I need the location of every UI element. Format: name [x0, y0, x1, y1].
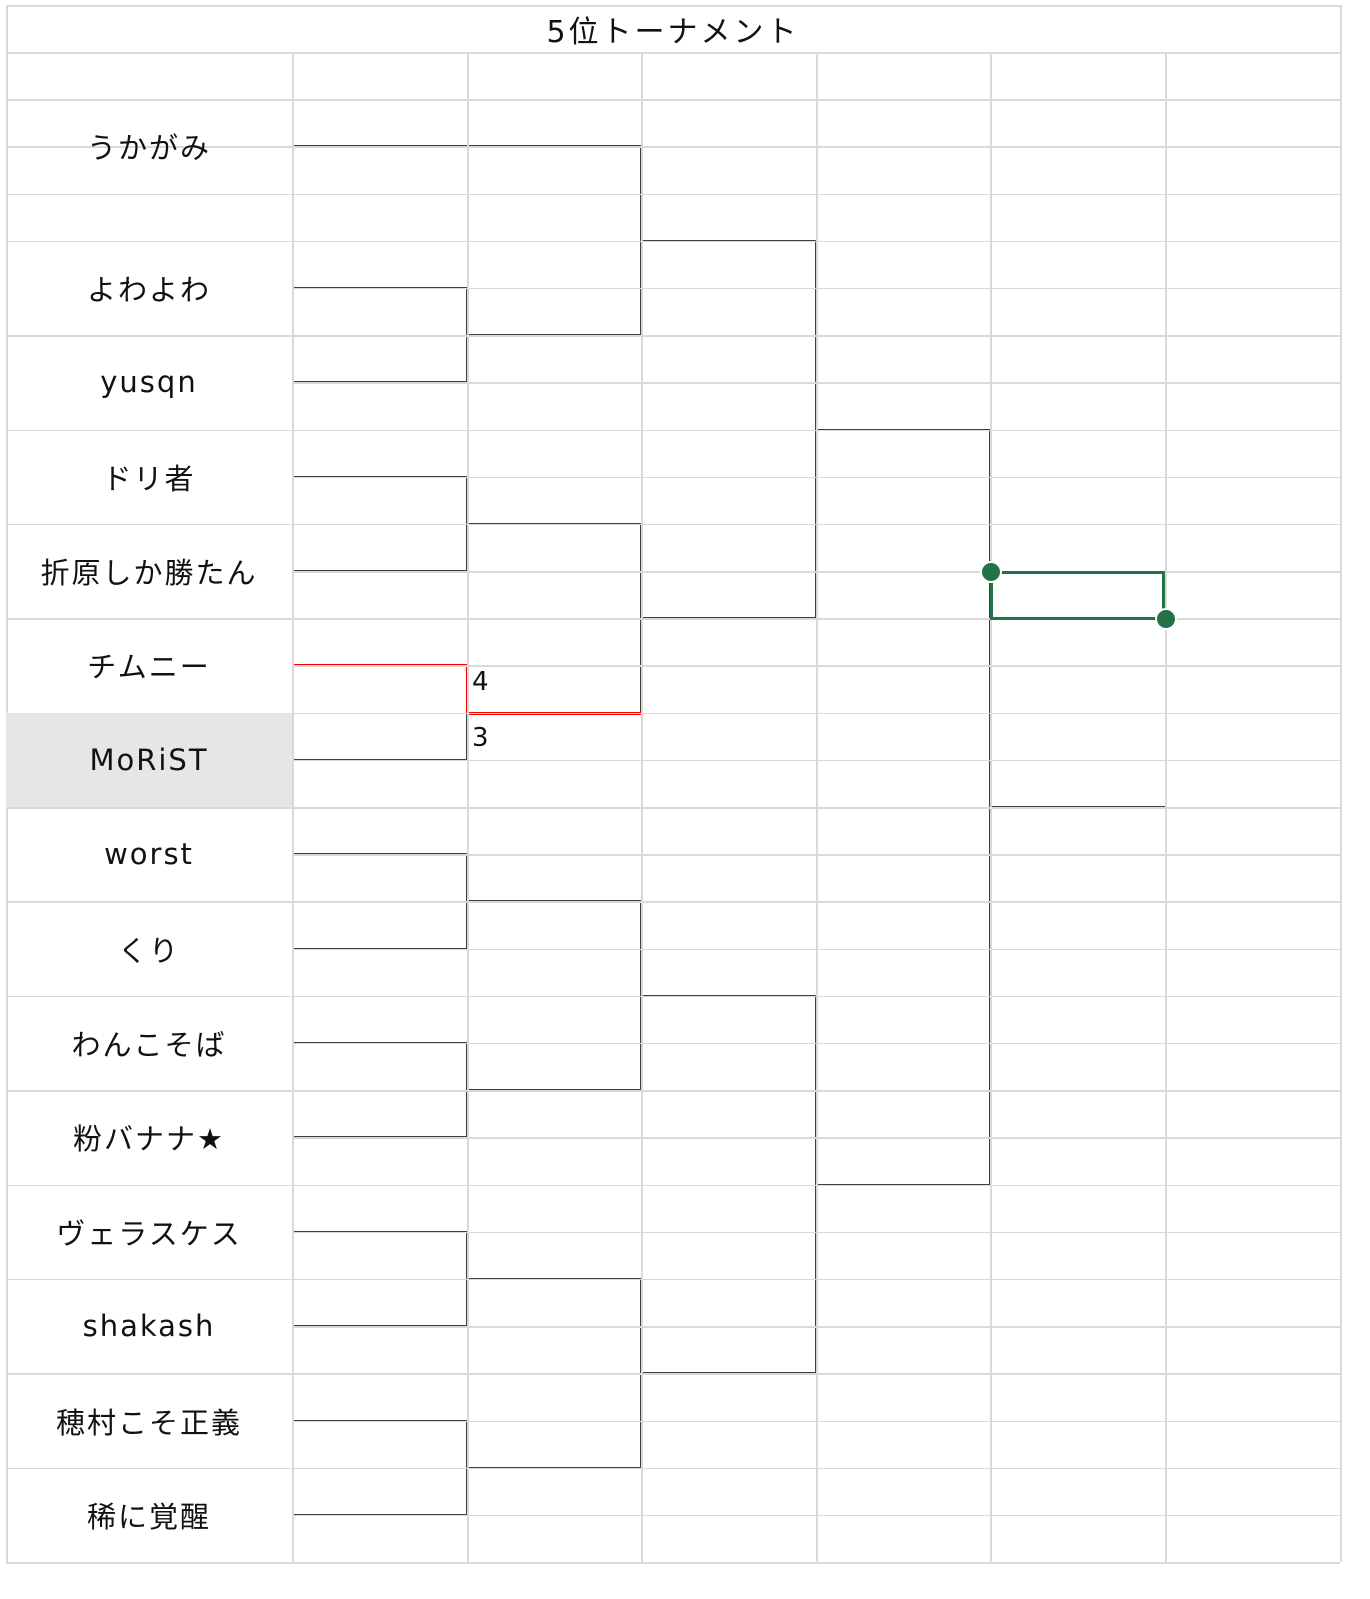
- gridline-row: [6, 712, 1340, 715]
- bracket-line: [292, 947, 468, 950]
- player-cell[interactable]: 稀に覚醒: [86, 1499, 211, 1534]
- bracket-line: [467, 334, 642, 336]
- bracket-line: [292, 1419, 468, 1422]
- bracket-line: [467, 522, 642, 525]
- gridline-row: [292, 382, 1340, 384]
- bracket-line: [815, 239, 817, 620]
- bracket-line: [292, 758, 468, 761]
- gridline-row: [6, 1562, 1340, 1564]
- player-cell[interactable]: MoRiST: [6, 712, 292, 808]
- bracket-line: [990, 806, 1166, 808]
- bracket-line: [292, 1513, 468, 1516]
- gridline-row: [292, 476, 1340, 479]
- bracket-line: [641, 1372, 817, 1374]
- gridline-row: [292, 759, 1340, 762]
- bracket-line: [292, 1136, 468, 1138]
- gridline-row: [6, 335, 1340, 337]
- bracket-line: [467, 900, 642, 902]
- player-cell[interactable]: わんこそば: [71, 1027, 227, 1062]
- gridline-row: [6, 99, 1340, 101]
- bracket-line: [466, 711, 468, 761]
- player-cell[interactable]: うかがみ: [86, 131, 211, 166]
- score-upper[interactable]: 4: [472, 667, 489, 698]
- player-cell[interactable]: ヴェラスケス: [56, 1216, 242, 1251]
- bracket-line: [292, 1041, 468, 1044]
- gridline-row: [292, 571, 1340, 573]
- gridline-row: [292, 948, 1340, 951]
- bracket-line: [640, 900, 642, 1092]
- player-cell[interactable]: くり: [117, 933, 180, 968]
- player-cell[interactable]: 粉バナナ★: [73, 1122, 225, 1157]
- gridline-row: [292, 1231, 1340, 1234]
- resize-handle[interactable]: [1155, 608, 1177, 631]
- gridline-row: [6, 807, 1340, 809]
- player-cell[interactable]: worst: [104, 837, 194, 872]
- bracket-line: [292, 570, 468, 572]
- gridline-row: [292, 1420, 1340, 1422]
- player-cell[interactable]: チムニー: [87, 650, 211, 685]
- bracket-line: [467, 1277, 642, 1280]
- gridline-row: [6, 901, 1340, 903]
- gridline-row: [292, 287, 1340, 290]
- gridline-row: [6, 429, 1340, 432]
- gridline-row: [6, 1373, 1340, 1375]
- bracket-line: [816, 428, 991, 431]
- score-lower[interactable]: 3: [472, 722, 489, 753]
- gridline-row: [6, 146, 1340, 148]
- gridline-row: [292, 1137, 1340, 1139]
- gridline-row: [292, 1042, 1340, 1045]
- resize-handle[interactable]: [980, 561, 1002, 584]
- gridline-row: [6, 1090, 1340, 1092]
- sheet-title[interactable]: 5位トーナメント: [546, 14, 800, 50]
- player-cell[interactable]: shakash: [82, 1309, 216, 1344]
- player-cell[interactable]: 穂村こそ正義: [55, 1405, 242, 1440]
- gridline-col: [1340, 5, 1342, 1563]
- bracket-line: [292, 1230, 468, 1233]
- gridline-row: [292, 665, 1340, 667]
- bracket-line: [641, 617, 817, 619]
- player-cell[interactable]: ドリ者: [102, 461, 196, 496]
- bracket-line: [467, 1089, 642, 1091]
- gridline-row: [292, 1514, 1340, 1517]
- gridline-row: [6, 1278, 1340, 1281]
- gridline-row: [6, 523, 1340, 526]
- bracket-line: [641, 239, 817, 242]
- gridline-row: [6, 240, 1340, 243]
- gridline-row: [6, 995, 1340, 998]
- gridline-row: [6, 1467, 1340, 1470]
- gridline-row: [6, 618, 1340, 620]
- bracket-line: [292, 475, 468, 478]
- player-cell[interactable]: 折原しか勝たん: [40, 556, 258, 591]
- bracket-line: [816, 1183, 991, 1186]
- gridline-row: [6, 193, 1340, 196]
- gridline-row: [292, 854, 1340, 856]
- bracket-line: [292, 1325, 468, 1327]
- bracket-line: [292, 381, 468, 383]
- player-cell[interactable]: yusqn: [100, 365, 198, 400]
- gridline-row: [6, 52, 1340, 54]
- player-cell[interactable]: よわよわ: [86, 272, 211, 307]
- gridline-row: [6, 5, 1340, 7]
- bracket-line: [641, 994, 817, 997]
- bracket-line: [292, 286, 468, 289]
- bracket-line: [467, 1466, 642, 1469]
- bracket-line: [292, 853, 468, 855]
- gridline-row: [292, 1326, 1340, 1328]
- selected-connector-shape[interactable]: [990, 571, 1165, 621]
- gridline-row: [6, 1184, 1340, 1187]
